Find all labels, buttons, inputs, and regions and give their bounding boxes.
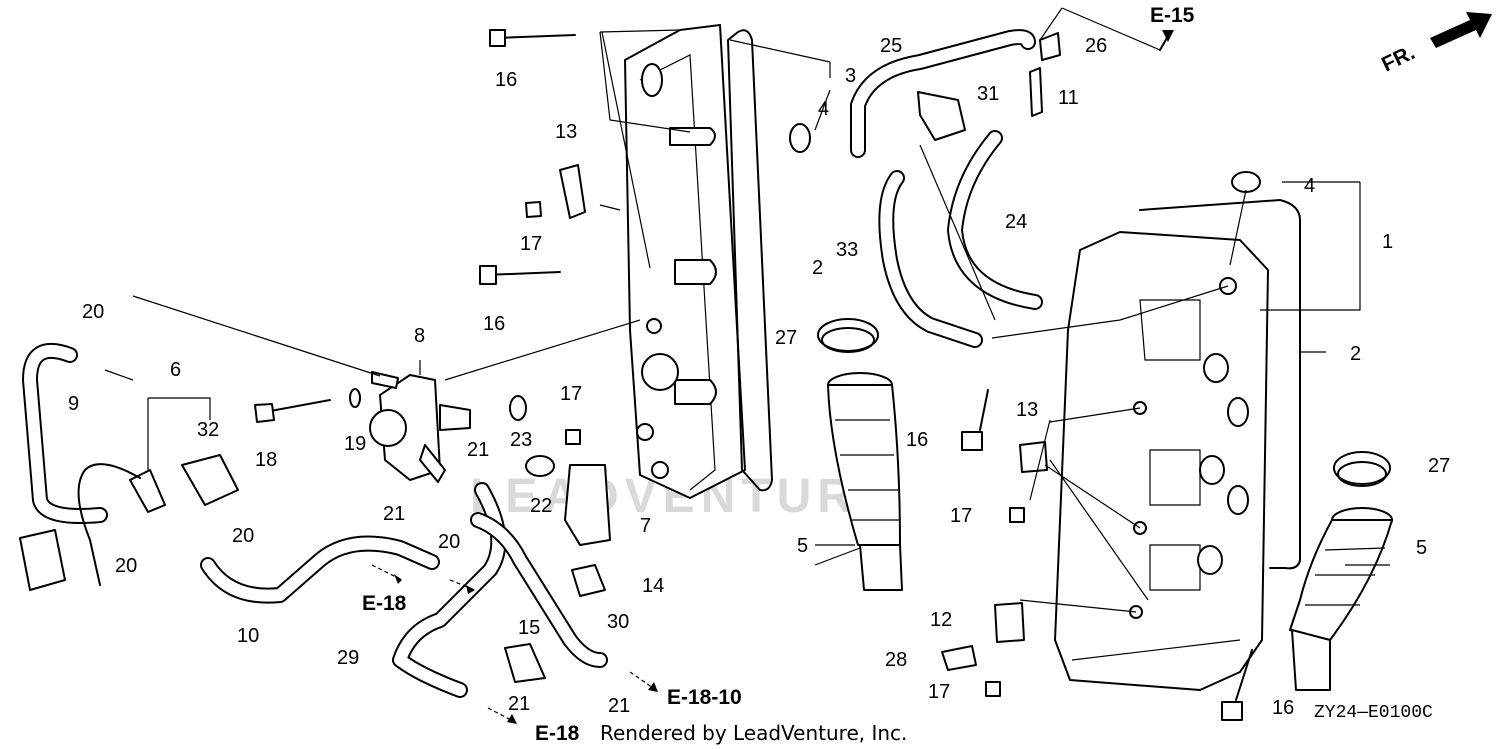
credit-line: Rendered by LeadVenture, Inc. bbox=[600, 721, 907, 745]
part-label-13-right: 13 bbox=[1016, 399, 1038, 421]
part-label-30: 30 bbox=[607, 611, 629, 633]
part-label-31: 31 bbox=[977, 83, 999, 105]
part-label-21-b: 21 bbox=[383, 503, 405, 525]
sensor-6 bbox=[19, 463, 166, 591]
part-label-27-left: 27 bbox=[775, 327, 797, 349]
hose-band-27-right bbox=[1333, 451, 1391, 487]
hoses bbox=[22, 29, 1043, 698]
part-label-19: 19 bbox=[344, 433, 366, 455]
part-label-20-a: 20 bbox=[82, 301, 104, 323]
part-label-2-right: 2 bbox=[1350, 343, 1361, 365]
reference-e18-a: E-18 bbox=[362, 592, 407, 615]
part-label-8: 8 bbox=[414, 325, 425, 347]
part-label-16-top: 16 bbox=[495, 69, 517, 91]
part-label-15: 15 bbox=[518, 617, 540, 639]
part-label-1: 1 bbox=[1382, 231, 1393, 253]
left-head-cover bbox=[624, 24, 746, 499]
part-label-17-d: 17 bbox=[928, 681, 950, 703]
connector-32 bbox=[181, 454, 239, 506]
part-label-11: 11 bbox=[1058, 87, 1079, 109]
intake-duct-left bbox=[827, 372, 903, 591]
part-label-21-c: 21 bbox=[508, 693, 530, 715]
leader-lines bbox=[104, 7, 1390, 661]
part-label-23: 23 bbox=[510, 429, 532, 451]
part-label-20-d: 20 bbox=[438, 531, 460, 553]
part-label-12: 12 bbox=[930, 609, 952, 631]
front-arrow-icon bbox=[1430, 12, 1492, 48]
part-label-21-d: 21 bbox=[608, 695, 630, 717]
part-label-26: 26 bbox=[1085, 35, 1107, 57]
part-label-28: 28 bbox=[885, 649, 907, 671]
part-label-4-right: 4 bbox=[1304, 175, 1315, 197]
part-label-16-right: 16 bbox=[906, 429, 928, 451]
part-label-10: 10 bbox=[237, 625, 259, 647]
part-label-6: 6 bbox=[170, 359, 181, 381]
part-label-4-left: 4 bbox=[818, 98, 829, 120]
part-label-7: 7 bbox=[640, 515, 651, 537]
left-gasket bbox=[727, 29, 773, 492]
part-label-33: 33 bbox=[836, 239, 858, 261]
brackets bbox=[504, 91, 1048, 683]
part-label-20-b: 20 bbox=[232, 525, 254, 547]
part-label-21-a: 21 bbox=[467, 439, 489, 461]
part-label-18: 18 bbox=[255, 449, 277, 471]
front-indicator: FR. bbox=[1378, 41, 1418, 77]
part-label-32: 32 bbox=[197, 419, 219, 441]
part-label-20-c: 20 bbox=[115, 555, 137, 577]
part-label-9: 9 bbox=[68, 393, 79, 415]
part-label-24: 24 bbox=[1005, 211, 1027, 233]
part-label-3: 3 bbox=[845, 65, 856, 87]
right-head-cover bbox=[1054, 199, 1301, 691]
part-label-16-bottom: 16 bbox=[1272, 697, 1294, 719]
part-label-22: 22 bbox=[530, 495, 552, 517]
fuel-pump bbox=[369, 371, 471, 483]
part-label-5-right: 5 bbox=[1416, 537, 1427, 559]
bolts bbox=[254, 29, 1253, 721]
reference-e18-b: E-18 bbox=[535, 722, 580, 745]
washers-grommets bbox=[349, 32, 1261, 477]
part-label-16-mid: 16 bbox=[483, 313, 505, 335]
part-label-17-b: 17 bbox=[560, 383, 582, 405]
part-label-2-left: 2 bbox=[812, 257, 823, 279]
part-label-29: 29 bbox=[337, 647, 359, 669]
reference-e18-10: E-18-10 bbox=[667, 686, 742, 709]
part-label-14: 14 bbox=[642, 575, 664, 597]
part-label-27-right: 27 bbox=[1428, 455, 1450, 477]
reference-arrows bbox=[371, 30, 1174, 724]
part-label-25: 25 bbox=[880, 35, 902, 57]
intake-duct-right bbox=[1289, 507, 1393, 691]
part-label-13-left: 13 bbox=[555, 121, 577, 143]
part-label-5-left: 5 bbox=[797, 535, 808, 557]
diagram-code: ZY24—E0100C bbox=[1314, 703, 1433, 723]
part-label-17-a: 17 bbox=[520, 233, 542, 255]
hose-band-27-left bbox=[817, 318, 879, 353]
reference-e15: E-15 bbox=[1150, 4, 1195, 27]
part-label-17-c: 17 bbox=[950, 505, 972, 527]
